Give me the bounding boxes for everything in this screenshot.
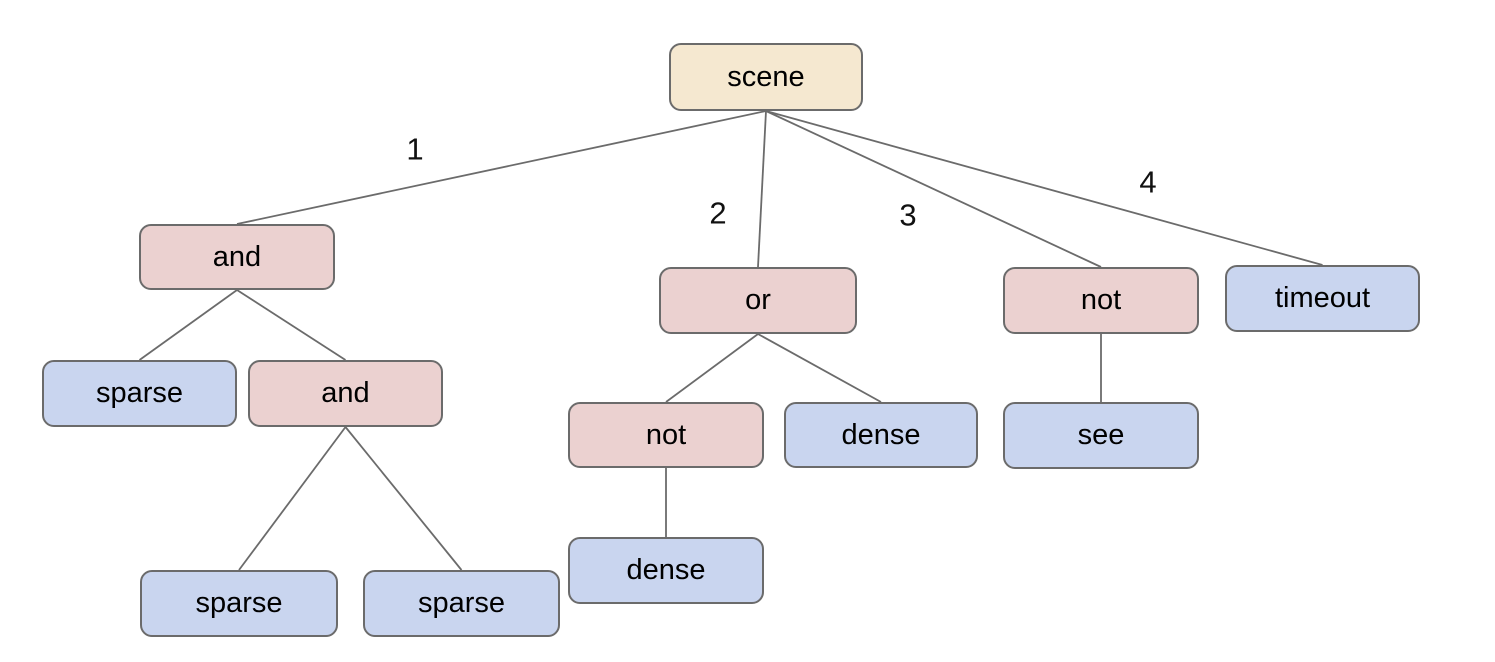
- tree-node-sparse3: sparse: [363, 570, 560, 637]
- edge-label-2: 2: [709, 195, 727, 231]
- edge-scene-or1: [757, 110, 767, 268]
- tree-node-dense1: dense: [784, 402, 978, 468]
- tree-node-timeout1: timeout: [1225, 265, 1420, 332]
- edge-scene-not2: [765, 110, 1102, 268]
- tree-node-not2: not: [1003, 267, 1199, 334]
- tree-node-or1: or: [659, 267, 857, 334]
- edge-and2-sparse3: [344, 426, 463, 571]
- tree-node-sparse2: sparse: [140, 570, 338, 637]
- edge-and1-sparse1: [138, 289, 238, 361]
- edge-or1-not1: [665, 333, 759, 403]
- edge-and1-and2: [236, 289, 346, 361]
- tree-node-scene: scene: [669, 43, 863, 111]
- tree-node-and2: and: [248, 360, 443, 427]
- tree-node-and1: and: [139, 224, 335, 290]
- edge-label-3: 3: [899, 197, 917, 233]
- tree-node-see1: see: [1003, 402, 1199, 469]
- edge-or1-dense1: [757, 333, 882, 403]
- edge-scene-and1: [236, 110, 767, 225]
- edge-label-4: 4: [1139, 164, 1157, 200]
- edge-label-1: 1: [406, 131, 424, 167]
- edge-scene-timeout1: [765, 110, 1323, 266]
- edge-and2-sparse2: [238, 426, 347, 571]
- tree-node-not1: not: [568, 402, 764, 468]
- tree-node-sparse1: sparse: [42, 360, 237, 427]
- tree-node-dense2: dense: [568, 537, 764, 604]
